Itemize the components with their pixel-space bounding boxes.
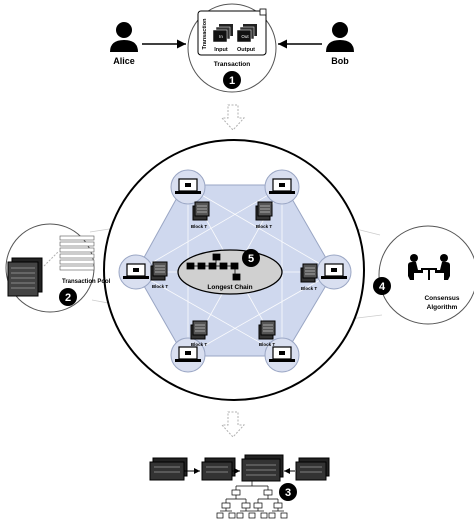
node-right xyxy=(316,254,352,290)
laptop-icon xyxy=(269,178,295,194)
node-top-left xyxy=(170,169,206,205)
transaction-caption: Transaction xyxy=(214,61,251,68)
pool-document-stack xyxy=(7,257,43,297)
hollow-down-arrow-icon xyxy=(220,411,246,438)
output-stack: Out xyxy=(236,24,257,43)
blockchain-row: 3 xyxy=(149,454,330,519)
output-label: Output xyxy=(237,47,255,53)
step-badge-1: 1 xyxy=(223,71,241,89)
longest-chain: Longest Chain 5 xyxy=(177,249,283,295)
out-label: Out xyxy=(241,34,249,39)
node-bottom-left xyxy=(170,337,206,373)
laptop-icon xyxy=(321,263,347,279)
chain-block-2 xyxy=(201,457,236,481)
step-badge-5: 5 xyxy=(242,249,260,267)
consensus-line1: Consensus xyxy=(424,295,459,302)
person-icon xyxy=(326,22,354,52)
server-rack-icon xyxy=(190,320,208,340)
pool-caption: Transaction Pool xyxy=(62,279,111,285)
block-label: Block T xyxy=(152,284,169,289)
svg-text:3: 3 xyxy=(285,487,291,499)
svg-text:4: 4 xyxy=(379,281,386,293)
laptop-icon xyxy=(175,178,201,194)
bob-actor: Bob xyxy=(326,22,354,66)
svg-text:1: 1 xyxy=(229,75,235,87)
block-label: Block T xyxy=(256,224,273,229)
pool-entries xyxy=(59,235,95,271)
svg-text:5: 5 xyxy=(248,253,254,265)
transaction-circle: Transaction In Out Input Output Transact… xyxy=(187,3,277,93)
server-rack-icon xyxy=(255,201,273,221)
block-servers: Block T Block T Block T xyxy=(150,201,318,347)
node-bottom-right xyxy=(264,337,300,373)
merkle-tree xyxy=(216,481,288,519)
hollow-down-arrow-icon xyxy=(220,104,246,131)
svg-text:2: 2 xyxy=(65,292,71,304)
bob-label: Bob xyxy=(331,56,349,66)
transaction-side-label: Transaction xyxy=(202,18,208,50)
step-badge-4: 4 xyxy=(373,277,391,295)
server-rack-icon xyxy=(192,201,210,221)
consensus-circle: Consensus Algorithm 4 xyxy=(373,225,474,325)
step-badge-2: 2 xyxy=(59,288,77,306)
chain-block-3 xyxy=(241,454,284,482)
consensus-line2: Algorithm xyxy=(427,304,458,311)
person-icon xyxy=(110,22,138,52)
server-rack-icon xyxy=(300,263,318,283)
meeting-icon xyxy=(408,254,450,280)
longest-chain-label: Longest Chain xyxy=(207,284,252,291)
server-rack-icon xyxy=(258,320,276,340)
alice-actor: Alice xyxy=(110,22,138,66)
block-label: Block T xyxy=(301,286,318,291)
node-top-right xyxy=(264,169,300,205)
network-circle: Block T Block T Block T xyxy=(103,139,365,401)
in-label: In xyxy=(219,34,223,39)
chain-block-1 xyxy=(149,457,188,481)
network-nodes xyxy=(118,169,352,373)
block-label: Block T xyxy=(259,342,276,347)
input-stack: In xyxy=(212,24,233,43)
chain-block-4 xyxy=(295,457,330,481)
node-left xyxy=(118,254,154,290)
laptop-icon xyxy=(175,346,201,362)
block-label: Block T xyxy=(191,342,208,347)
input-label: Input xyxy=(214,47,228,53)
step-badge-3: 3 xyxy=(279,483,297,501)
laptop-icon xyxy=(123,263,149,279)
transaction-pool-circle: Transaction Pool 2 xyxy=(5,223,111,313)
chain-blocks xyxy=(186,253,241,281)
laptop-icon xyxy=(269,346,295,362)
server-rack-icon xyxy=(150,261,168,281)
block-label: Block T xyxy=(191,224,208,229)
alice-label: Alice xyxy=(113,56,135,66)
